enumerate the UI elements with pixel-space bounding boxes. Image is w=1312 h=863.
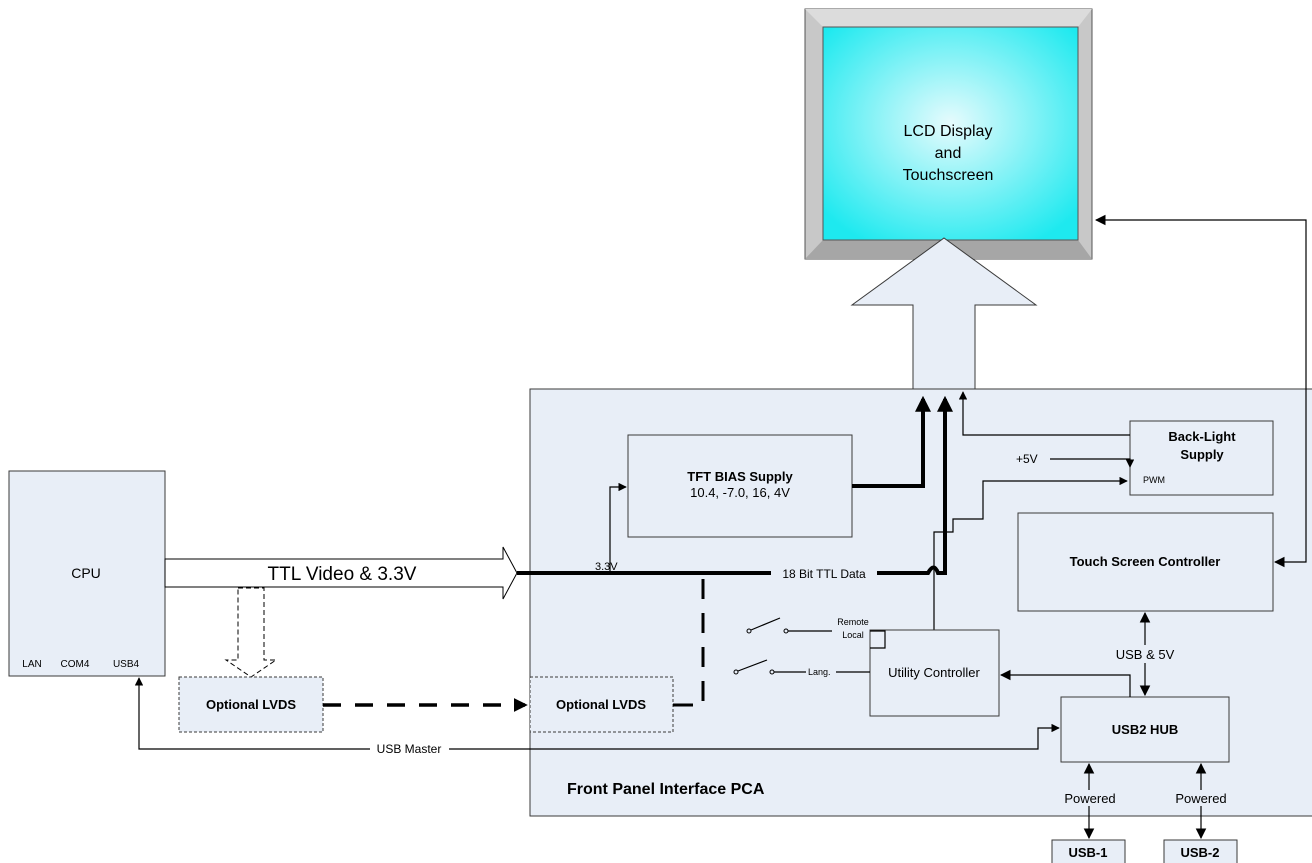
- backlight-title-2: Supply: [1180, 447, 1224, 462]
- remote-label: Remote: [837, 617, 869, 627]
- usb2-label: USB-2: [1180, 845, 1219, 860]
- ttl-video-arrow: [164, 546, 518, 600]
- tft-bias-box: TFT BIAS Supply 10.4, -7.0, 16, 4V: [627, 434, 853, 538]
- ttl-data-label: 18 Bit TTL Data: [782, 567, 866, 581]
- usb-hub-title: USB2 HUB: [1112, 722, 1178, 737]
- tft-bias-title: TFT BIAS Supply: [687, 469, 793, 484]
- optional-lvds-right-label: Optional LVDS: [556, 697, 646, 712]
- backlight-output: [958, 391, 1130, 436]
- optional-lvds-left: Optional LVDS: [178, 676, 324, 733]
- usb1-port: USB-1: [1051, 839, 1126, 863]
- lcd-label-1: LCD Display: [904, 123, 993, 140]
- lang-label: Lang.: [808, 667, 831, 677]
- usb-master-line: [134, 677, 1060, 750]
- usb-master-label: USB Master: [377, 742, 442, 756]
- lang-switch: Lang.: [733, 659, 870, 677]
- usb-5v-label: USB & 5V: [1116, 647, 1175, 662]
- video-up-arrow: [850, 237, 1038, 390]
- tft-bias-values: 10.4, -7.0, 16, 4V: [690, 485, 790, 500]
- optional-lvds-right: Optional LVDS: [529, 676, 674, 733]
- backlight-5v-label: +5V: [1016, 452, 1038, 466]
- remote-local-switch: Remote Local: [746, 617, 886, 649]
- usb1-label: USB-1: [1068, 845, 1107, 860]
- touch-controller-title: Touch Screen Controller: [1070, 554, 1221, 569]
- backlight-pwm: PWM: [1143, 475, 1165, 485]
- tft-3v3-label: 3.3V: [595, 561, 618, 573]
- usb2-powered: Powered: [1175, 791, 1226, 806]
- usb1-powered: Powered: [1064, 791, 1115, 806]
- utility-controller-title: Utility Controller: [888, 665, 980, 680]
- tft-3v3-line: [609, 482, 627, 573]
- lcd-label-2: and: [935, 145, 962, 162]
- pca-title: Front Panel Interface PCA: [567, 781, 765, 798]
- usb2-port: USB-2: [1163, 839, 1238, 863]
- lcd-display: LCD Display and Touchscreen: [804, 8, 1093, 260]
- ttl-video-label: TTL Video & 3.3V: [268, 564, 417, 585]
- hub-utility-link: [999, 669, 1131, 697]
- optional-lvds-left-label: Optional LVDS: [206, 697, 296, 712]
- tft-output-bus: [852, 395, 931, 488]
- pwm-line: [933, 476, 1128, 630]
- lvds-down-arrow: [224, 587, 278, 678]
- utility-controller-box: Utility Controller: [869, 629, 1000, 717]
- usb-hub-box: USB2 HUB: [1060, 696, 1230, 763]
- lcd-label-3: Touchscreen: [903, 167, 994, 184]
- touch-controller-box: Touch Screen Controller: [1017, 512, 1274, 612]
- backlight-box: Back-Light Supply PWM: [1129, 420, 1274, 496]
- cpu-box: CPU LAN COM4 USB4: [8, 470, 166, 677]
- backlight-title-1: Back-Light: [1168, 429, 1236, 444]
- cpu-lan: LAN: [22, 659, 41, 670]
- touch-lcd-link: [1094, 214, 1307, 568]
- cpu-usb4: USB4: [113, 659, 140, 670]
- local-label: Local: [842, 630, 864, 640]
- cpu-com4: COM4: [61, 659, 90, 670]
- cpu-title: CPU: [71, 565, 101, 581]
